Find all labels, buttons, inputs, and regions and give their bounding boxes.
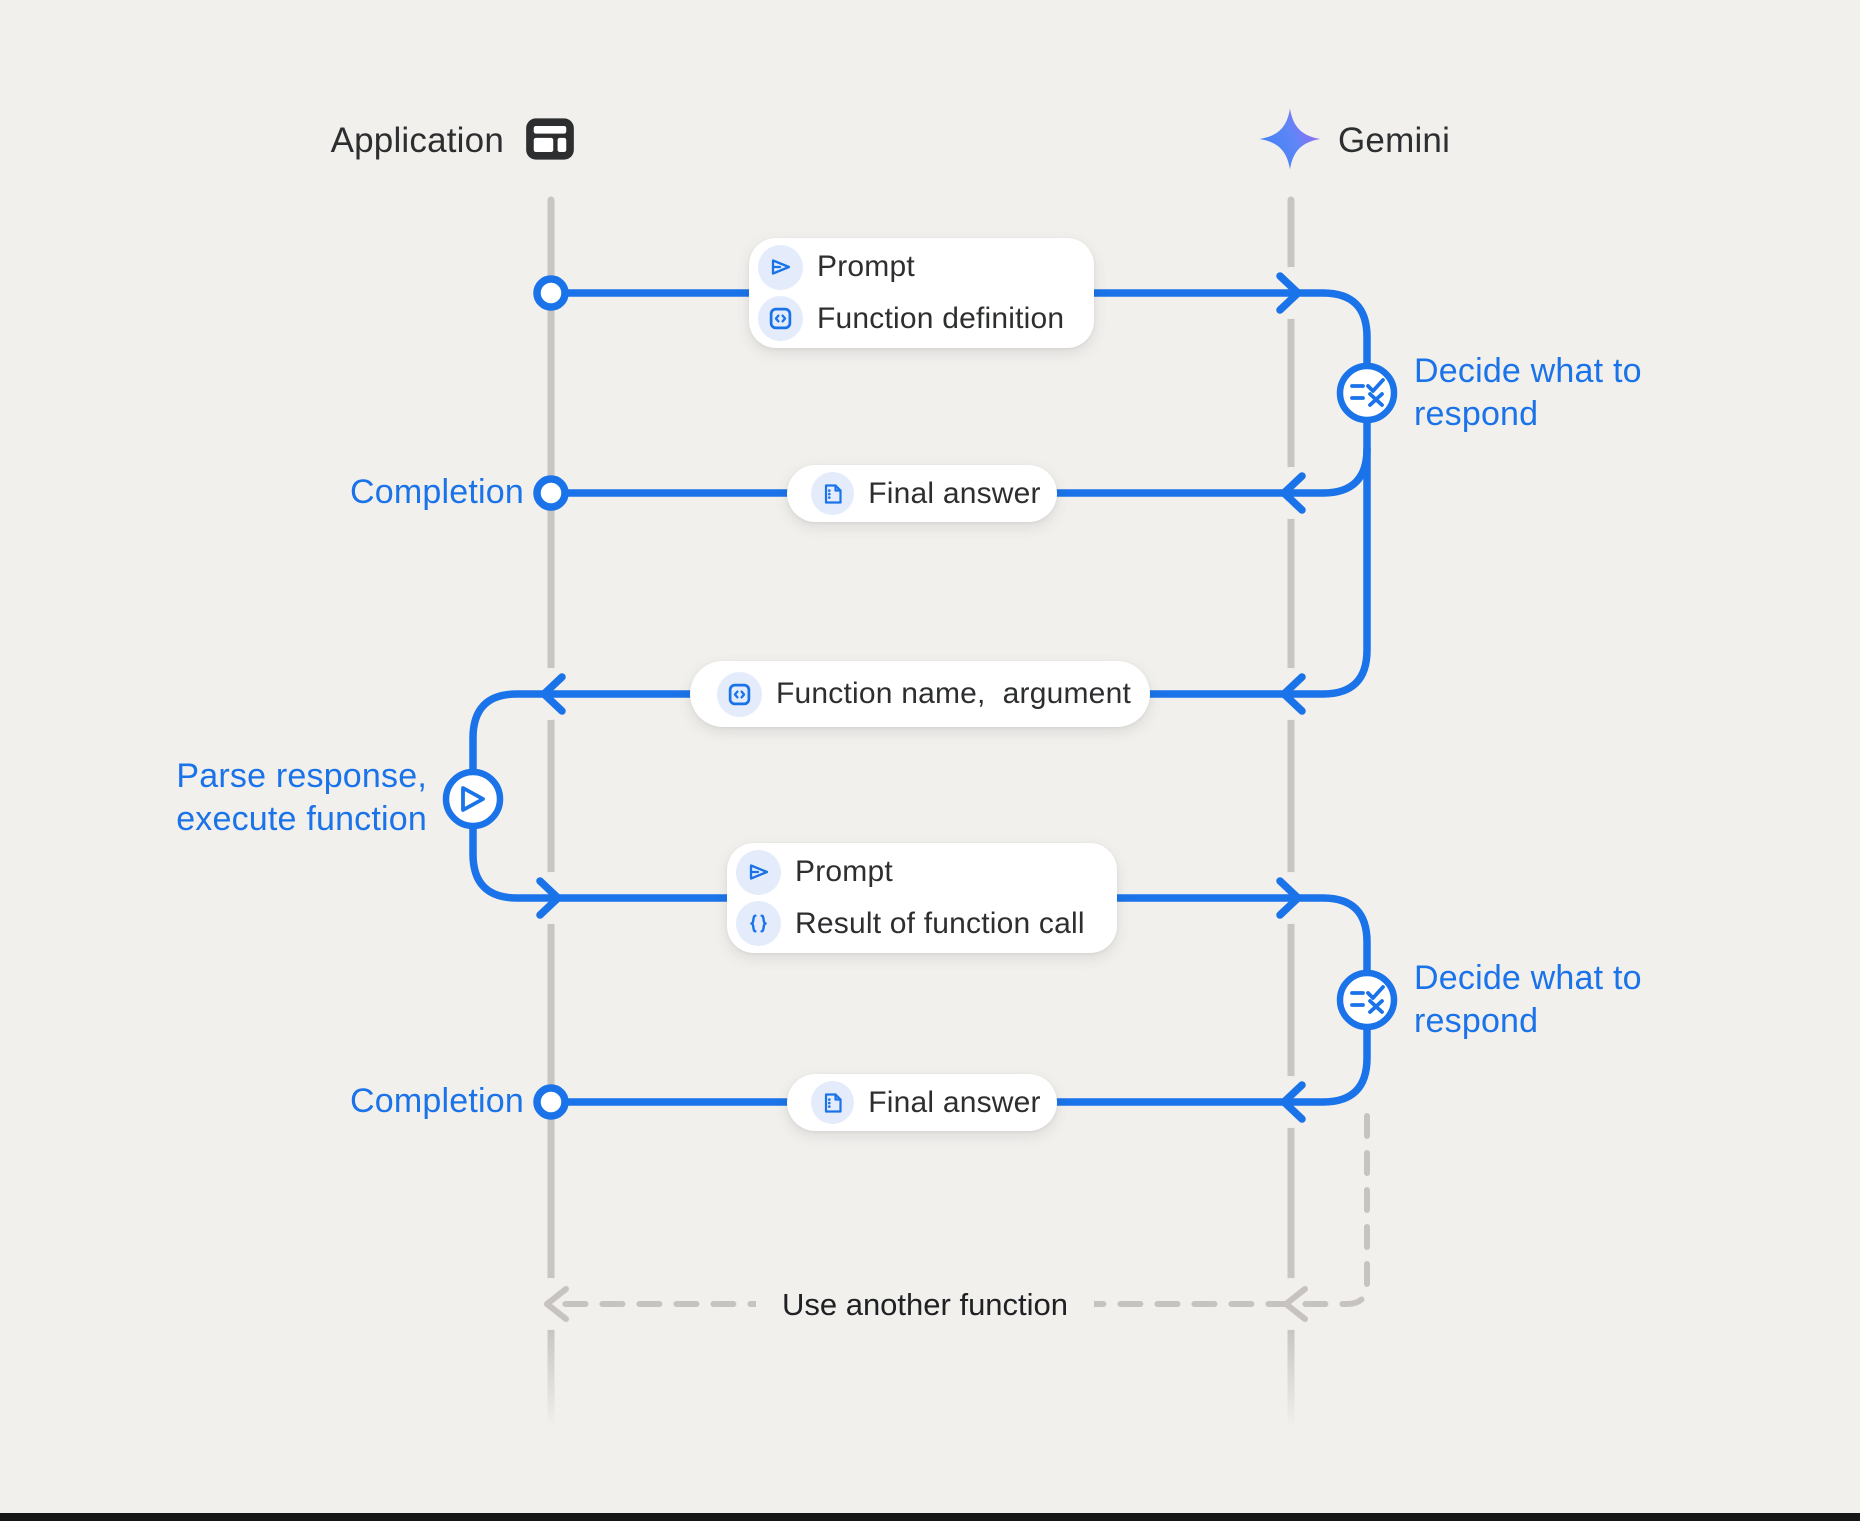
parse-response-execute-function-label: Parse response, execute function: [176, 757, 427, 838]
message-prompt-result-of-function-call: Prompt Result of function call: [727, 843, 1117, 953]
completion-label-2: Completion: [350, 1082, 524, 1120]
end-circle-completion1: [533, 475, 569, 511]
app-window-icon: [524, 113, 576, 165]
send-icon: [736, 849, 781, 895]
play-icon: [461, 786, 485, 812]
message-label: Function name, argument: [776, 677, 1131, 710]
decide-what-to-respond-label-1: Decide what to respond: [1414, 352, 1642, 433]
use-another-function-label: Use another function: [755, 1284, 1095, 1326]
message-row: Final answer: [803, 472, 1041, 515]
arrowhead-right-prompt2-app: [536, 877, 562, 919]
rule-icon: [1350, 985, 1385, 1014]
curly-braces-icon: [736, 901, 781, 947]
decide-what-to-respond-label-2: Decide what to respond: [1414, 959, 1642, 1040]
message-row: Final answer: [803, 1081, 1041, 1124]
message-row: Prompt: [749, 244, 1094, 290]
message-label: Prompt: [817, 250, 915, 284]
parse-execute-node: [442, 768, 504, 830]
arrowhead-left-function-app: [540, 673, 566, 715]
arrowhead-right-prompt1: [1276, 272, 1302, 314]
message-final-answer-2: Final answer: [787, 1074, 1057, 1131]
message-row: Function name, argument: [709, 671, 1131, 717]
decide-node-1: [1336, 362, 1398, 424]
message-final-answer-1: Final answer: [787, 465, 1057, 522]
document-icon: [811, 472, 855, 515]
gemini-star-icon: [1259, 105, 1321, 173]
code-brackets-icon: [717, 671, 762, 717]
message-row: Result of function call: [727, 901, 1117, 947]
dashed-arrowhead-left-gemini: [1283, 1286, 1308, 1322]
arrowhead-left-function-gemini: [1280, 673, 1306, 715]
message-row: Prompt: [727, 849, 1117, 895]
terminator-circles: [533, 275, 569, 1120]
flow-arrowheads: [536, 272, 1306, 1123]
arrowhead-right-prompt2-gemini: [1276, 877, 1302, 919]
send-icon: [758, 244, 803, 290]
application-title: Application: [330, 121, 504, 160]
start-circle-prompt1: [533, 275, 569, 311]
message-prompt-function-definition: Prompt Function definition: [749, 238, 1094, 348]
bottom-edge-bar: [0, 1513, 1860, 1521]
rule-icon: [1350, 378, 1385, 407]
code-brackets-icon: [758, 296, 803, 342]
message-label: Final answer: [868, 1085, 1041, 1119]
use-another-function-path: [544, 1113, 1370, 1322]
gemini-title: Gemini: [1338, 121, 1451, 160]
lifeline-gap-masks: [525, 267, 1317, 1330]
arrowhead-left-final2: [1280, 1081, 1306, 1123]
final-answer1-branch: [547, 445, 1371, 497]
message-function-name-argument: Function name, argument: [690, 661, 1150, 727]
dashed-arrowhead-left-application: [544, 1286, 569, 1322]
decide-node-2: [1336, 969, 1398, 1031]
message-label: Final answer: [868, 476, 1041, 510]
document-icon: [811, 1081, 855, 1124]
message-label: Result of function call: [795, 906, 1085, 940]
message-label: Prompt: [795, 855, 893, 889]
end-circle-completion2: [533, 1084, 569, 1120]
message-label: Function definition: [817, 301, 1065, 335]
completion-label-1: Completion: [350, 473, 524, 511]
message-row: Function definition: [749, 296, 1094, 342]
arrowhead-left-final1: [1280, 472, 1306, 514]
